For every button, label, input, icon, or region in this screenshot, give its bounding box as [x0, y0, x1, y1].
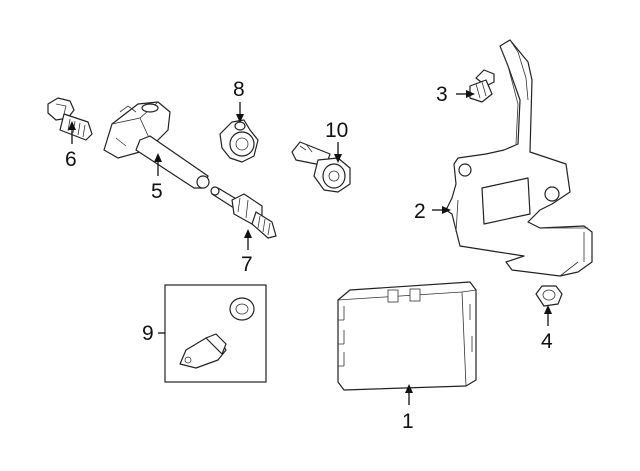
kit-box-part-9[interactable] [164, 284, 267, 383]
knock-sensor-part-10[interactable] [291, 141, 351, 193]
ignition-coil-part-5[interactable] [103, 101, 210, 189]
callout-5: 5 [151, 153, 163, 203]
callout-7-label: 7 [241, 253, 253, 276]
callout-2-label: 2 [414, 200, 426, 223]
callout-4-label: 4 [541, 330, 553, 353]
callout-2: 2 [414, 200, 451, 223]
callout-10: 10 [325, 119, 348, 163]
callout-8-label: 8 [233, 78, 245, 101]
callout-1: 1 [402, 384, 414, 433]
bolt-part-3[interactable] [469, 69, 495, 103]
callout-7: 7 [241, 229, 253, 276]
callout-9-label: 9 [142, 322, 154, 345]
callout-3-label: 3 [436, 83, 448, 106]
control-module-part-1[interactable] [337, 281, 477, 391]
callout-9: 9 [142, 322, 165, 345]
callout-3: 3 [436, 83, 475, 106]
nut-part-4[interactable] [535, 285, 563, 307]
callout-5-label: 5 [151, 180, 163, 203]
spark-plug-part-7[interactable] [210, 186, 277, 239]
callout-6: 6 [65, 121, 77, 171]
callout-6-label: 6 [65, 148, 77, 171]
callout-4: 4 [541, 305, 553, 353]
sensor-part-8[interactable] [219, 119, 259, 163]
bolt-part-6[interactable] [47, 97, 93, 141]
callout-10-label: 10 [325, 119, 348, 142]
bracket-part-2[interactable] [445, 39, 593, 277]
callout-1-label: 1 [402, 410, 414, 433]
callout-8: 8 [233, 78, 245, 123]
